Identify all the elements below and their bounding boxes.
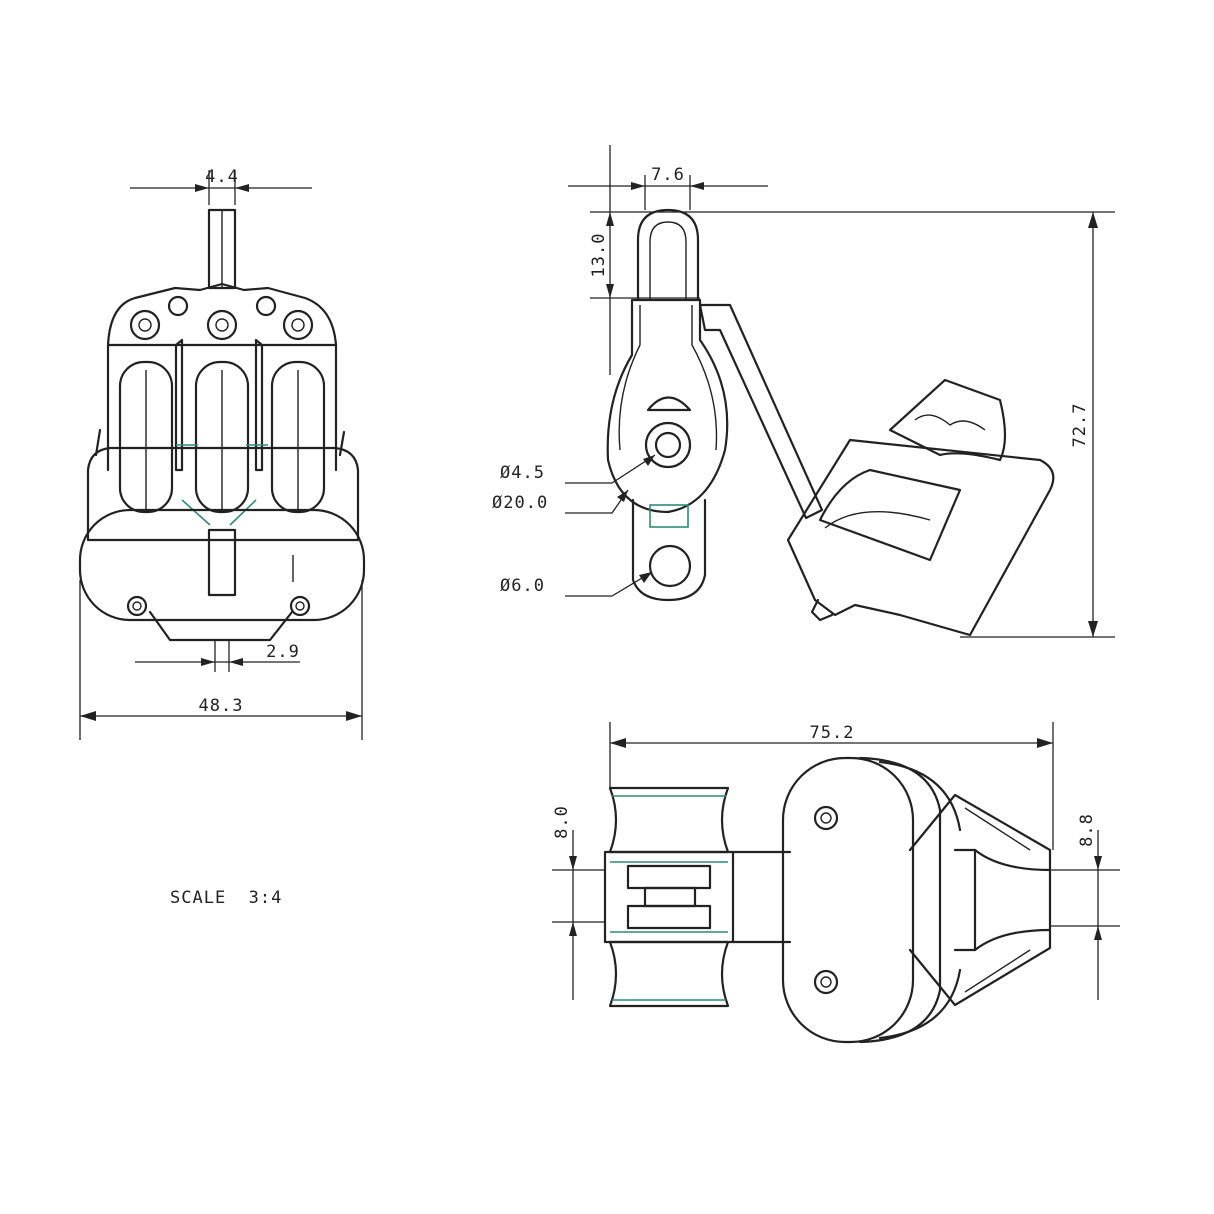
dim-plan-right-label: 8.8 <box>1077 813 1097 847</box>
front-view <box>78 170 366 740</box>
plan-view <box>552 722 1120 1044</box>
dim-plan-left-label: 8.0 <box>552 805 572 839</box>
side-view <box>565 145 1115 638</box>
dim-side-height-small-label: 13.0 <box>589 233 609 278</box>
dim-sheave-dia-label: Ø20.0 <box>492 493 548 513</box>
dim-plan-length-label: 75.2 <box>810 723 855 743</box>
dim-hole-bottom-label: Ø6.0 <box>500 576 545 596</box>
dim-hole-small-label: Ø4.5 <box>500 463 545 483</box>
dim-side-top-label: 7.6 <box>651 165 685 185</box>
dim-front-width-label: 48.3 <box>199 696 244 716</box>
dim-total-height-label: 72.7 <box>1070 403 1090 448</box>
scale-label: SCALE 3:4 <box>170 888 282 908</box>
dim-bottom-small-label: 2.9 <box>266 642 300 662</box>
dim-top-width-label: 4.4 <box>205 167 239 187</box>
